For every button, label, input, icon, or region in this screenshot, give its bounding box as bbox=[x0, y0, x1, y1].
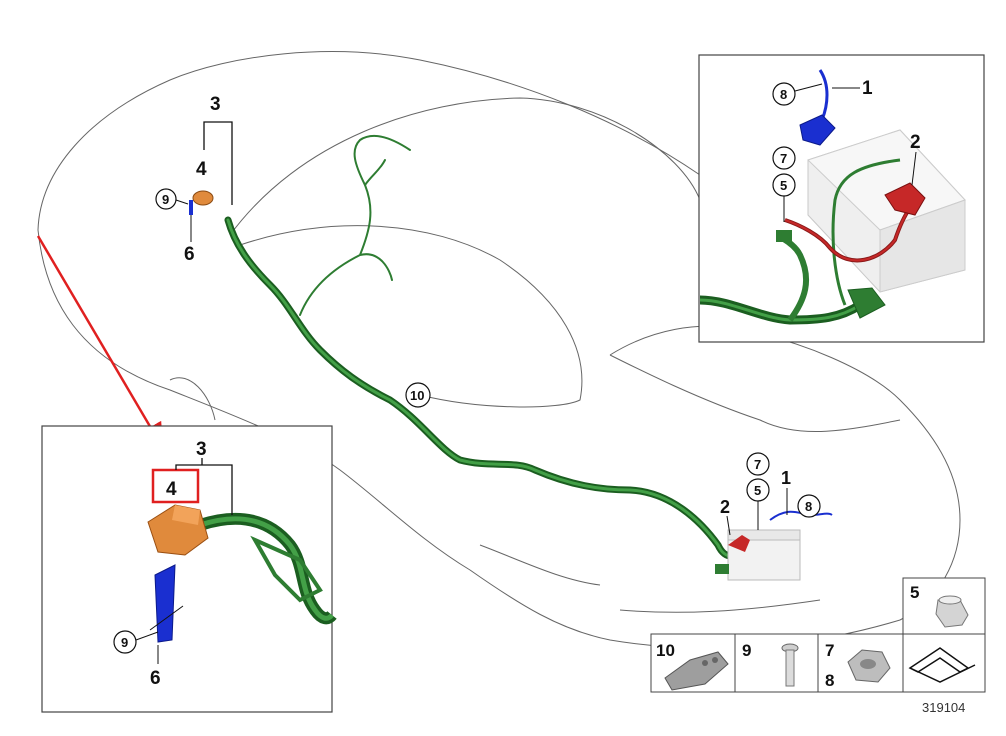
rear-battery-main bbox=[715, 510, 833, 581]
callout-1-inset: 1 bbox=[862, 78, 873, 99]
parts-legend: 10 9 7 8 5 319104 bbox=[650, 577, 986, 715]
callout-7-inset: 7 bbox=[780, 151, 787, 166]
legend-label-10: 10 bbox=[656, 641, 675, 660]
callout-9-detail: 9 bbox=[121, 635, 128, 650]
callout-10-main: 10 bbox=[410, 388, 424, 403]
car-outline bbox=[37, 51, 961, 649]
callout-9-main: 9 bbox=[162, 192, 169, 207]
rivet-icon bbox=[781, 643, 799, 687]
callout-2-main: 2 bbox=[720, 497, 730, 517]
callout-8-main: 8 bbox=[805, 499, 812, 514]
detail-pointer-arrow bbox=[36, 235, 164, 449]
harness-clip-icon bbox=[664, 651, 729, 691]
main-callouts: 3 4 9 6 10 bbox=[155, 94, 431, 408]
callout-4-main: 4 bbox=[196, 159, 207, 180]
hex-nut-icon bbox=[847, 649, 891, 683]
callout-6-detail: 6 bbox=[150, 668, 161, 689]
callout-5-inset: 5 bbox=[780, 178, 787, 193]
callout-4-detail: 4 bbox=[166, 479, 177, 500]
assembly-arrow-icon bbox=[908, 647, 976, 683]
callout-7-main: 7 bbox=[754, 457, 761, 472]
callout-8-inset: 8 bbox=[780, 87, 787, 102]
callout-6-main: 6 bbox=[184, 244, 195, 265]
legend-label-9: 9 bbox=[742, 641, 751, 660]
callout-2-inset: 2 bbox=[910, 132, 921, 153]
callout-5-main: 5 bbox=[754, 483, 761, 498]
main-wiring-harness bbox=[224, 134, 764, 560]
drawing-number: 319104 bbox=[922, 700, 965, 715]
legend-label-7: 7 bbox=[825, 641, 834, 660]
callout-3-detail: 3 bbox=[196, 439, 207, 460]
legend-label-8: 8 bbox=[825, 671, 834, 690]
legend-label-5: 5 bbox=[910, 583, 919, 602]
sleeve-icon bbox=[935, 595, 969, 628]
front-terminal-main bbox=[189, 190, 214, 215]
callout-3-main: 3 bbox=[210, 94, 221, 115]
battery-inset: 8 1 2 7 5 bbox=[698, 54, 985, 343]
rear-callouts-main: 7 5 1 2 8 bbox=[720, 452, 821, 536]
callout-1-main: 1 bbox=[781, 468, 791, 488]
detail-inset: 4 3 9 6 bbox=[41, 425, 337, 713]
